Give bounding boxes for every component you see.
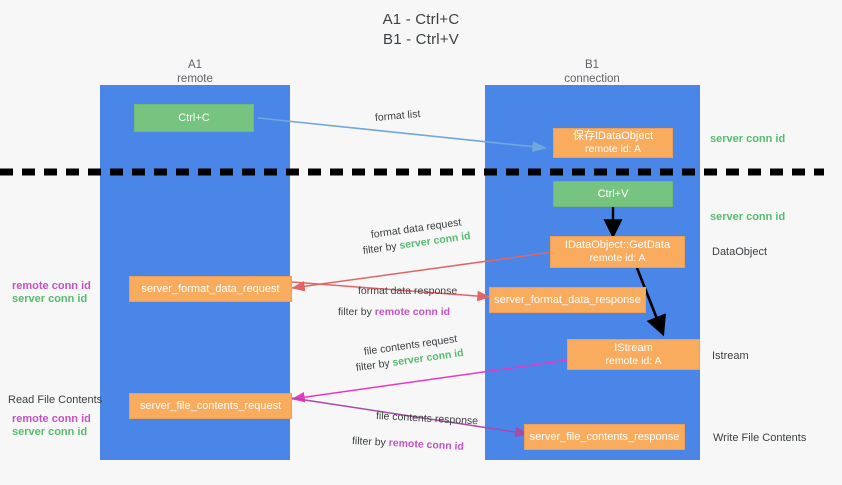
column-a1-name: A1 <box>187 59 203 71</box>
label-format-data-response-filter: filter by remote conn id <box>338 305 450 319</box>
column-header-a1: A1 remote <box>130 58 260 86</box>
box-server-file-contents-request[interactable]: server_file_contents_request <box>129 393 292 419</box>
box-save-idataobject-remote-id: remote id: A <box>584 143 642 155</box>
label-fdres-filter-prefix: filter by <box>338 306 375 318</box>
box-idataobject-getdata-label: IDataObject::GetData <box>564 239 671 251</box>
label-fcres-filter-key: remote conn id <box>388 436 465 453</box>
right-label-server-conn-id-mid: server conn id <box>710 211 786 223</box>
box-idataobject-getdata[interactable]: IDataObject::GetData remote id: A <box>550 236 685 268</box>
label-fdres-filter-key: remote conn id <box>374 306 451 318</box>
column-b1-sub: connection <box>564 73 620 85</box>
box-ctrl-v[interactable]: Ctrl+V <box>553 181 673 207</box>
box-save-idataobject-label: 保存IDataObject <box>572 130 654 142</box>
left-label-server-conn-id-2: server conn id <box>12 426 88 438</box>
right-label-istream: Istream <box>712 350 749 362</box>
diagram-title: A1 - Ctrl+C B1 - Ctrl+V <box>0 10 842 50</box>
left-label-remote-conn-id-1: remote conn id <box>12 280 91 292</box>
left-label-remote-conn-id-2: remote conn id <box>12 413 91 425</box>
left-label-read-file-contents: Read File Contents <box>8 394 103 406</box>
box-server-file-contents-response[interactable]: server_file_contents_response <box>524 424 685 450</box>
right-label-dataobject: DataObject <box>712 246 768 258</box>
arrow-format-data-request <box>291 251 554 292</box>
right-label-write-file-contents: Write File Contents <box>713 432 807 444</box>
box-server-format-data-response-label: server_format_data_response <box>494 293 641 306</box>
column-header-b1: B1 connection <box>527 58 657 86</box>
arrow-file-contents-response <box>291 397 529 438</box>
box-server-file-contents-request-label: server_file_contents_request <box>139 399 282 412</box>
arrow-format-data-response <box>291 281 491 302</box>
box-istream-label: IStream <box>614 341 653 354</box>
box-ctrl-c[interactable]: Ctrl+C <box>134 104 254 132</box>
box-server-format-data-response[interactable]: server_format_data_response <box>489 287 646 313</box>
arrow-getdata-to-istream <box>635 267 667 337</box>
box-server-file-contents-response-label: server_file_contents_response <box>529 430 680 443</box>
right-label-server-conn-id-top: server conn id <box>710 133 786 145</box>
column-b1-name: B1 <box>584 59 600 71</box>
box-idataobject-getdata-remote-id: remote id: A <box>589 252 646 264</box>
box-ctrl-v-label: Ctrl+V <box>597 187 629 200</box>
box-istream[interactable]: IStream remote id: A <box>567 339 700 370</box>
box-ctrl-c-label: Ctrl+C <box>178 111 210 124</box>
title-line-1: A1 - Ctrl+C <box>382 11 460 28</box>
box-server-format-data-request[interactable]: server_format_data_request <box>129 276 292 302</box>
title-line-2: B1 - Ctrl+V <box>383 31 459 48</box>
arrow-file-contents-request <box>291 359 569 403</box>
arrow-format-list <box>257 117 547 153</box>
label-format-data-response: format data response <box>358 285 458 297</box>
label-fcres-filter-prefix: filter by <box>351 435 390 449</box>
column-a1-sub: remote <box>177 73 213 85</box>
box-save-idataobject[interactable]: 保存IDataObject remote id: A <box>553 128 673 158</box>
left-label-server-conn-id-1: server conn id <box>12 293 88 305</box>
box-istream-remote-id: remote id: A <box>605 354 662 367</box>
box-server-format-data-request-label: server_format_data_request <box>141 282 280 295</box>
